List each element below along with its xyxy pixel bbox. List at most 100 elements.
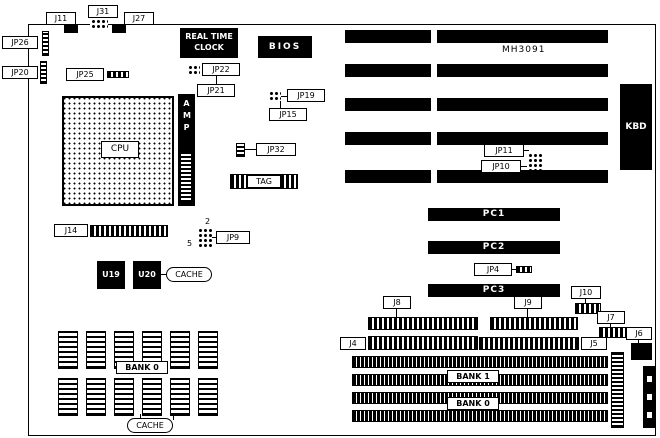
cache-chip (142, 378, 162, 416)
jp4-pointer-line (512, 269, 516, 270)
j7-pointer-line (610, 324, 611, 327)
isa-slot-1-segment-b (437, 30, 608, 43)
jp9-pin-block (197, 227, 212, 247)
cache-chip (86, 378, 106, 416)
cache-chip (170, 331, 190, 369)
connector-label-j9: J9 (514, 296, 542, 309)
jumper-label-jp9: JP9 (216, 231, 250, 244)
pci-slot-pc3: PC3 (428, 284, 560, 297)
jp32-pin-header (236, 143, 245, 157)
connector-label-jp25: JP25 (66, 68, 104, 81)
j10-connector (575, 303, 601, 314)
jp25-pin-header (107, 71, 129, 78)
j8-pointer-line (396, 309, 397, 317)
power-connector-pin-3 (647, 412, 652, 418)
jp9-pin5-label: 5 (187, 239, 193, 248)
connector-label-j6: J6 (626, 327, 652, 340)
cache-chip (198, 378, 218, 416)
power-connector-pin-2 (647, 394, 652, 400)
cache-chip (170, 378, 190, 416)
isa-slot-3-segment-a (345, 98, 431, 111)
j11-connector (64, 25, 78, 33)
cache-bottom-label: CACHE (127, 418, 173, 433)
jumper-label-jp11: JP11 (484, 144, 524, 157)
connector-label-j31: J31 (88, 5, 118, 18)
connector-label-j8: J8 (383, 296, 411, 309)
cache-chip (198, 331, 218, 369)
jp26-pin-header (42, 31, 49, 56)
j4-connector (368, 336, 478, 350)
j8-connector (368, 317, 478, 330)
simm-socket-4 (352, 410, 608, 422)
cache-bottom-pointer-line-left (140, 414, 141, 420)
jp20-pin-header (40, 61, 47, 84)
keyboard-connector: KBD (620, 84, 652, 170)
isa-slot-1-segment-a (345, 30, 431, 43)
chip-u19: U19 (97, 261, 125, 289)
jp15-pointer-line (280, 101, 281, 108)
j14-connector (90, 225, 168, 237)
isa-slot-5 (345, 170, 608, 183)
jp10-pointer-line (521, 166, 527, 167)
cache-bottom-pointer-line-right (173, 414, 174, 420)
jp22-pin-block (187, 64, 200, 75)
connector-label-j5: J5 (581, 337, 607, 350)
connector-label-j7: J7 (597, 311, 625, 324)
pci-slot-pc1: PC1 (428, 208, 560, 221)
jp19-pointer-line (281, 96, 287, 97)
connector-label-j11: J11 (46, 12, 76, 25)
isa-slot-3-segment-b (437, 98, 608, 111)
connector-label-j27: J27 (124, 12, 154, 25)
cache-chip (86, 331, 106, 369)
j5-connector (479, 337, 579, 350)
connector-label-j14: J14 (54, 224, 88, 237)
connector-label-jp20: JP20 (2, 66, 38, 79)
jp11-pointer-line (524, 150, 529, 151)
bank0-cache-label: BANK 0 (116, 361, 168, 374)
cache-chip (58, 331, 78, 369)
isa-slot-5-segment-b (437, 170, 608, 183)
isa-slot-5-segment-a (345, 170, 431, 183)
amp-label: AMP (183, 99, 191, 132)
jumper-label-jp21: JP21 (197, 84, 235, 97)
isa-slot-4-segment-a (345, 132, 431, 145)
connector-label-j10: J10 (571, 286, 601, 299)
connector-label-j4: J4 (340, 337, 366, 350)
edge-connector (611, 352, 624, 428)
power-connector-pin-1 (647, 376, 652, 382)
jumper-label-jp22: JP22 (202, 63, 240, 76)
bank0-simm-label: BANK 0 (447, 397, 499, 410)
jp19-pin-block (268, 90, 281, 101)
chip-u20: U20 (133, 261, 161, 289)
jumper-label-jp15: JP15 (269, 108, 307, 121)
bank1-simm-label: BANK 1 (447, 370, 499, 383)
jumper-label-jp19: JP19 (287, 89, 325, 102)
cpu-label: CPU (101, 141, 139, 158)
isa-slot-2-segment-a (345, 64, 431, 77)
isa-slot-2 (345, 64, 608, 77)
real-time-clock-chip: REAL TIME CLOCK (180, 28, 238, 58)
rtc-label-line1: REAL TIME (185, 32, 233, 41)
motherboard-outline (28, 24, 656, 436)
connector-label-jp26: JP26 (2, 36, 38, 49)
jp9-pin2-label: 2 (205, 217, 211, 226)
jp32-pointer-line (245, 149, 256, 150)
jp9-pointer-line (212, 237, 216, 238)
cache-chip (114, 378, 134, 416)
jumper-label-jp10: JP10 (481, 160, 521, 173)
cache-sram-label: CACHE (166, 267, 212, 282)
j27-connector (112, 25, 126, 33)
isa-slot-3 (345, 98, 608, 111)
isa-slot-1 (345, 30, 608, 43)
jp21-pointer-line (216, 76, 217, 84)
amp-connector: AMP (178, 94, 195, 206)
amp-socket-stripes (181, 152, 191, 200)
board-part-number: MH3091 (502, 45, 546, 55)
isa-slot-4-segment-b (437, 132, 608, 145)
j31-pin-header (90, 18, 108, 28)
j10-pointer-line (585, 299, 586, 303)
cache-sram-pointer-line (161, 274, 166, 275)
jp11-jp10-pin-block (527, 152, 543, 170)
isa-slot-4 (345, 132, 608, 145)
